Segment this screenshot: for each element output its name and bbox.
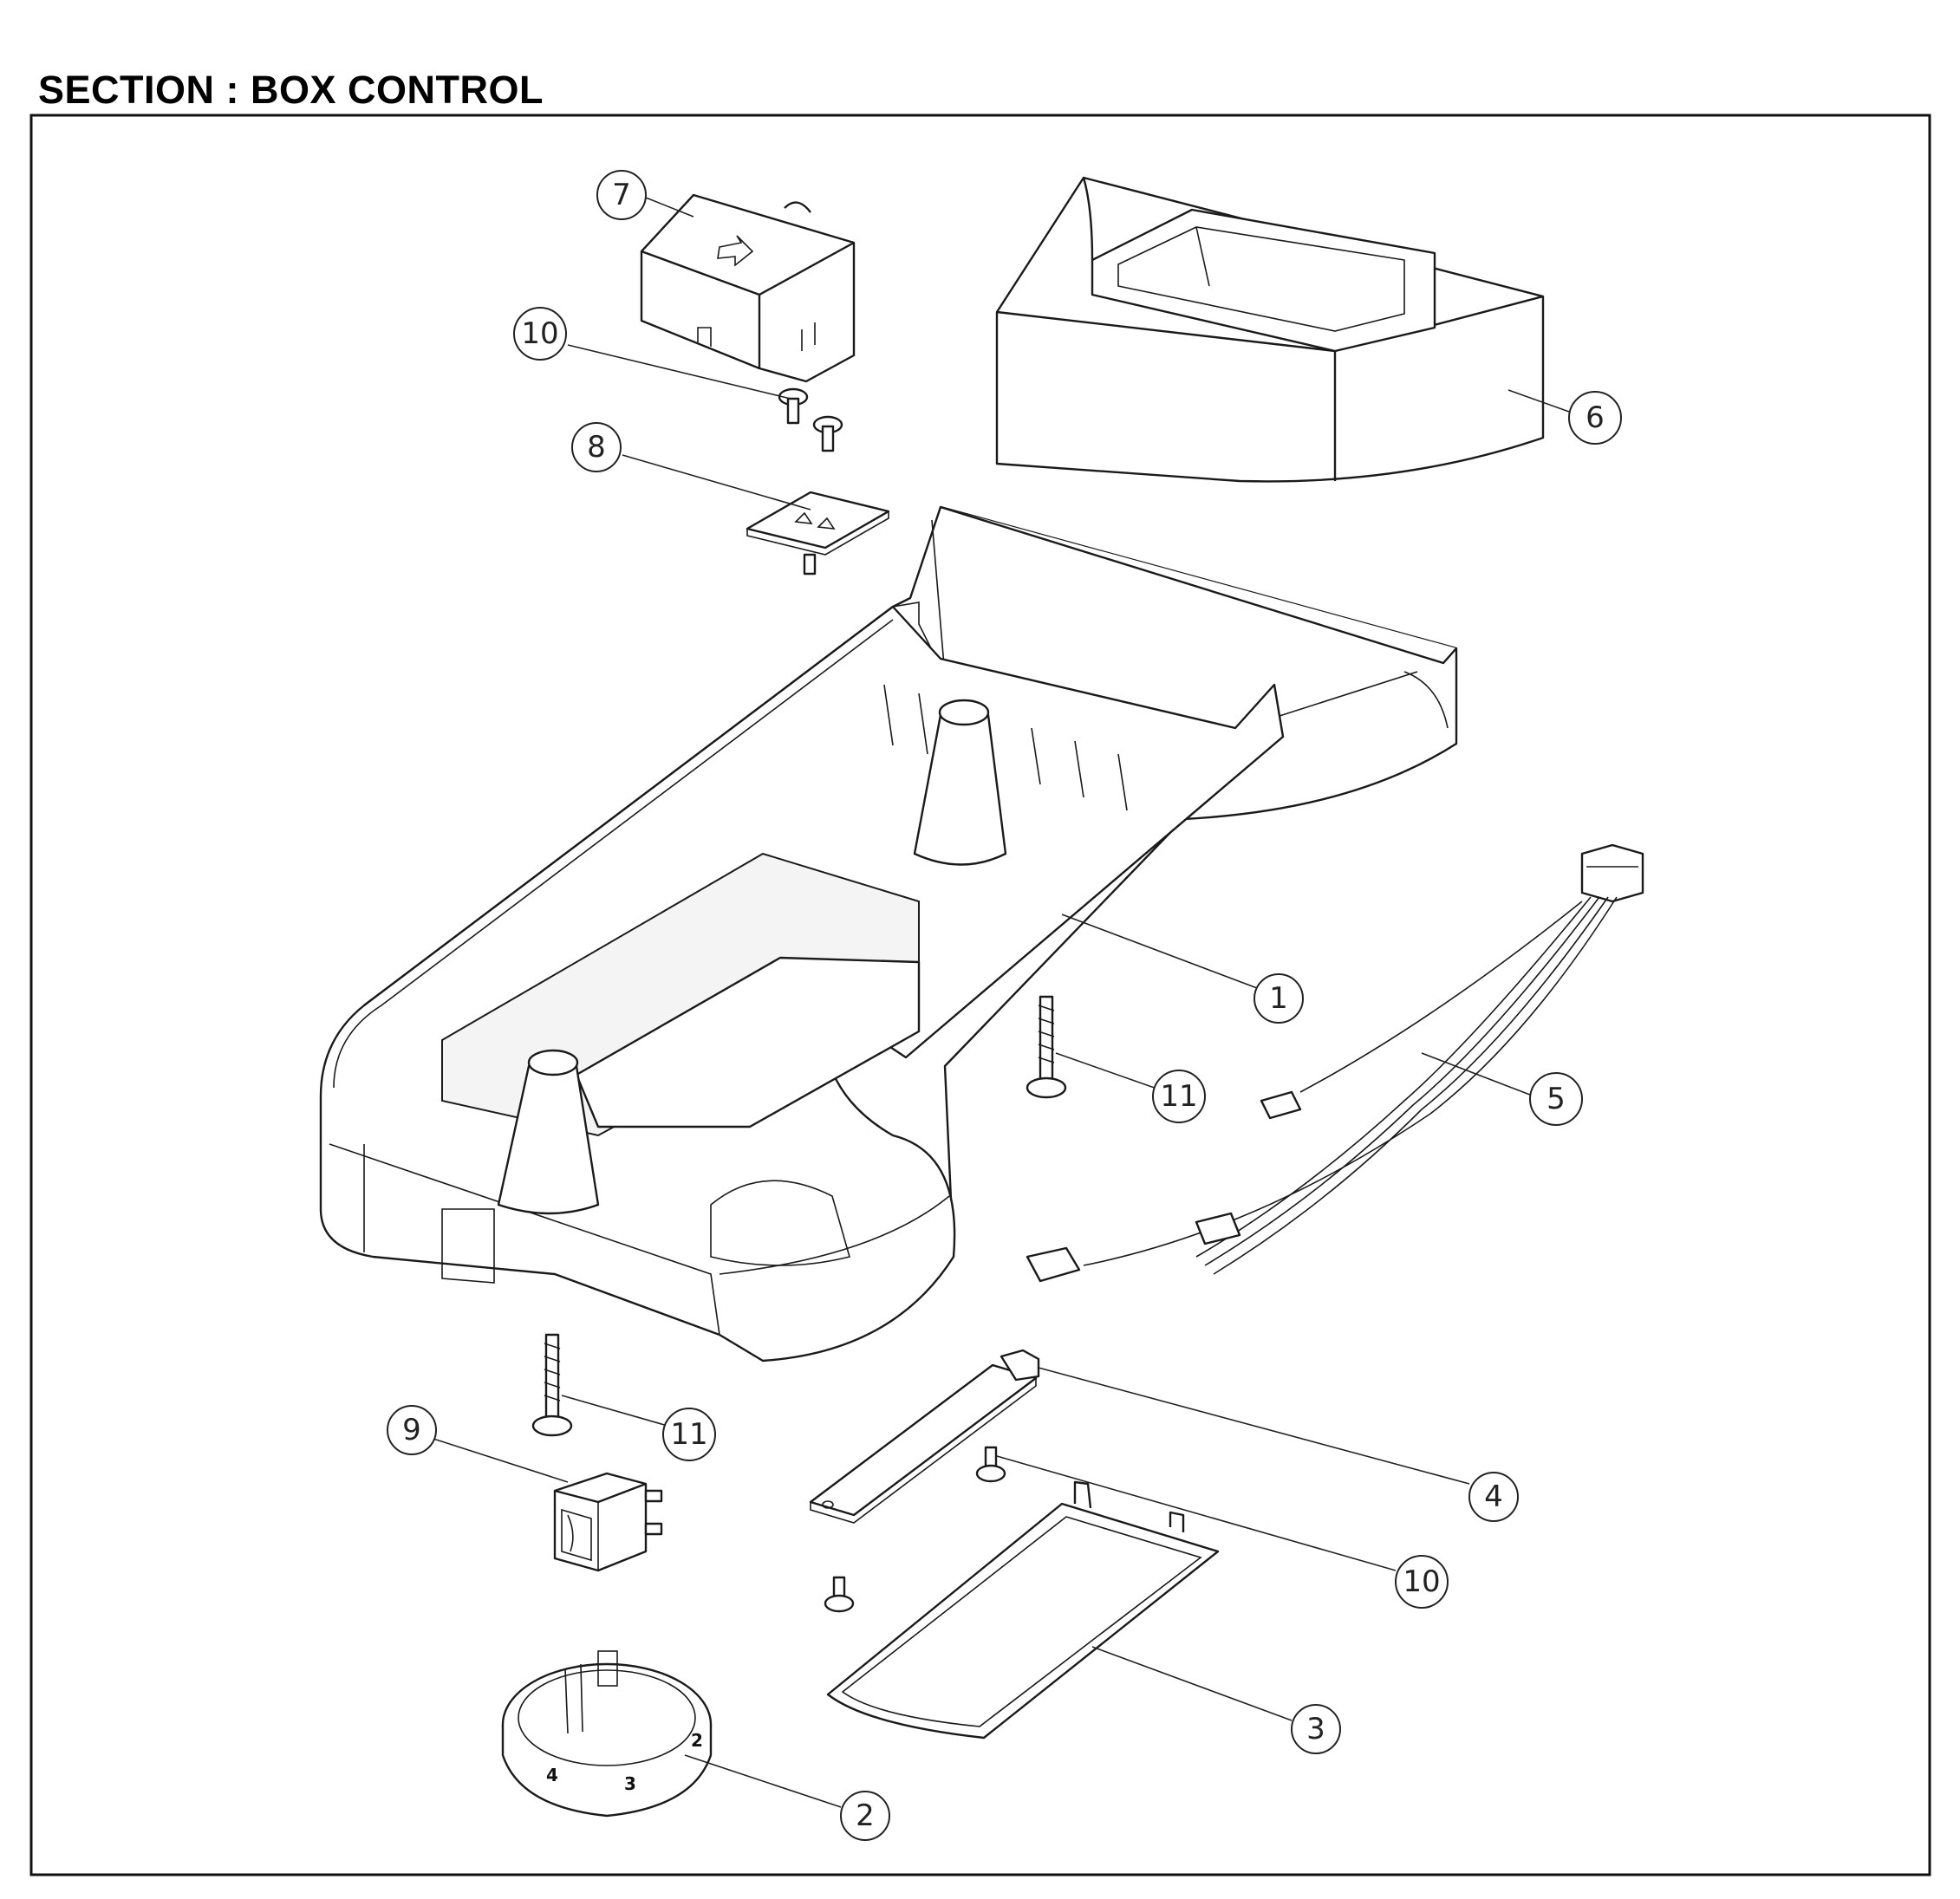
callout-4: 4 — [1468, 1472, 1519, 1522]
callout-8: 8 — [571, 422, 622, 472]
callout-1: 1 — [1253, 973, 1304, 1024]
callout-label-10-top: 10 — [521, 316, 558, 351]
part-box-cover — [640, 193, 856, 383]
drawing-frame — [29, 114, 1931, 1876]
callout-label-11-bottom: 11 — [670, 1417, 707, 1452]
callout-label-1: 1 — [1269, 981, 1288, 1016]
callout-label-9: 9 — [402, 1413, 421, 1447]
part-top-tray — [995, 176, 1545, 483]
callout-11-bottom: 11 — [662, 1408, 716, 1461]
callout-label-11-top: 11 — [1160, 1079, 1197, 1114]
callout-label-10-bottom: 10 — [1403, 1564, 1440, 1599]
callout-label-5: 5 — [1547, 1082, 1566, 1116]
dial-number-4: 4 — [546, 1765, 558, 1785]
part-small-screws-top — [778, 387, 843, 452]
part-wire-harness — [1026, 843, 1644, 1283]
callout-9: 9 — [387, 1405, 437, 1455]
leader-lines — [433, 197, 1570, 1808]
callout-2: 2 — [840, 1791, 890, 1841]
callout-7: 7 — [596, 170, 647, 220]
part-bottom-cover — [826, 1480, 1220, 1740]
dial-number-3: 3 — [624, 1773, 636, 1794]
callout-6: 6 — [1568, 391, 1622, 445]
dial-number-2: 2 — [691, 1730, 703, 1751]
callout-10-top: 10 — [513, 307, 567, 361]
callout-11-top: 11 — [1152, 1070, 1206, 1123]
callout-label-6: 6 — [1586, 400, 1605, 435]
part-rocker-switch — [553, 1472, 663, 1572]
callout-label-2: 2 — [856, 1798, 875, 1833]
callout-5: 5 — [1529, 1072, 1583, 1126]
part-control-board — [746, 491, 890, 576]
callout-3: 3 — [1291, 1704, 1341, 1754]
part-dial-ring: 4 3 2 — [501, 1650, 713, 1818]
callout-label-7: 7 — [612, 178, 631, 212]
part-small-screws-bottom — [824, 1446, 1006, 1613]
callout-label-4: 4 — [1484, 1480, 1503, 1514]
callout-10-bottom: 10 — [1395, 1555, 1449, 1609]
callout-label-3: 3 — [1306, 1712, 1325, 1746]
section-title: SECTION : BOX CONTROL — [38, 68, 544, 112]
part-long-screws — [531, 995, 1067, 1437]
part-housing-base — [319, 505, 1458, 1362]
part-bracket-strip — [809, 1349, 1040, 1524]
callout-label-8: 8 — [587, 430, 606, 465]
